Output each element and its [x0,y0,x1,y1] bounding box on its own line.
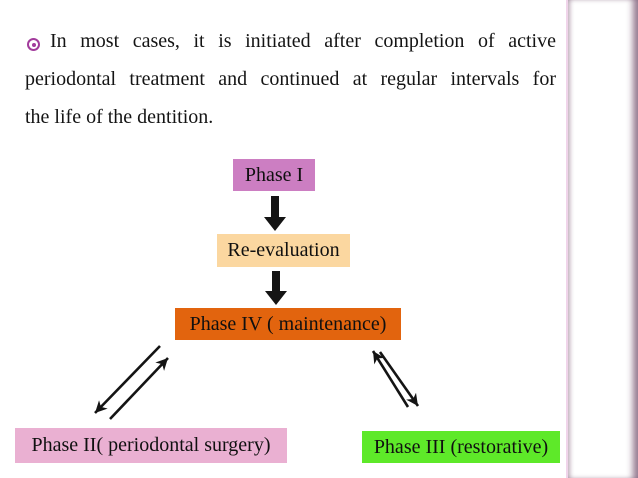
paragraph-line-1: In most cases, it is initiated after com… [50,30,556,52]
arrow-reevaluation-to-phase4 [265,271,287,305]
paragraph-line-2: periodontal treatment and continued at r… [25,68,556,90]
arrow-phase1-to-reevaluation [264,196,286,231]
flowchart-node-reevaluation: Re-evaluation [217,234,350,267]
arrow-phase4-to-phase2 [94,345,161,414]
arrow-phase3-to-phase4 [371,350,410,408]
bullet-dot [31,42,36,47]
arrow-phase2-to-phase4 [109,357,169,420]
flowchart-node-phase2-periodontal-surgery: Phase II( periodontal surgery) [15,428,287,463]
arrow-phase4-to-phase3 [378,351,420,407]
bullet-icon [27,38,40,51]
flowchart-node-phase4-maintenance: Phase IV ( maintenance) [175,308,401,340]
right-decorative-strip [566,0,638,478]
paragraph-line-3: the life of the dentition. [25,106,214,128]
flowchart-node-phase1: Phase I [233,159,315,191]
flowchart-node-phase3-restorative: Phase III (restorative) [362,431,560,463]
